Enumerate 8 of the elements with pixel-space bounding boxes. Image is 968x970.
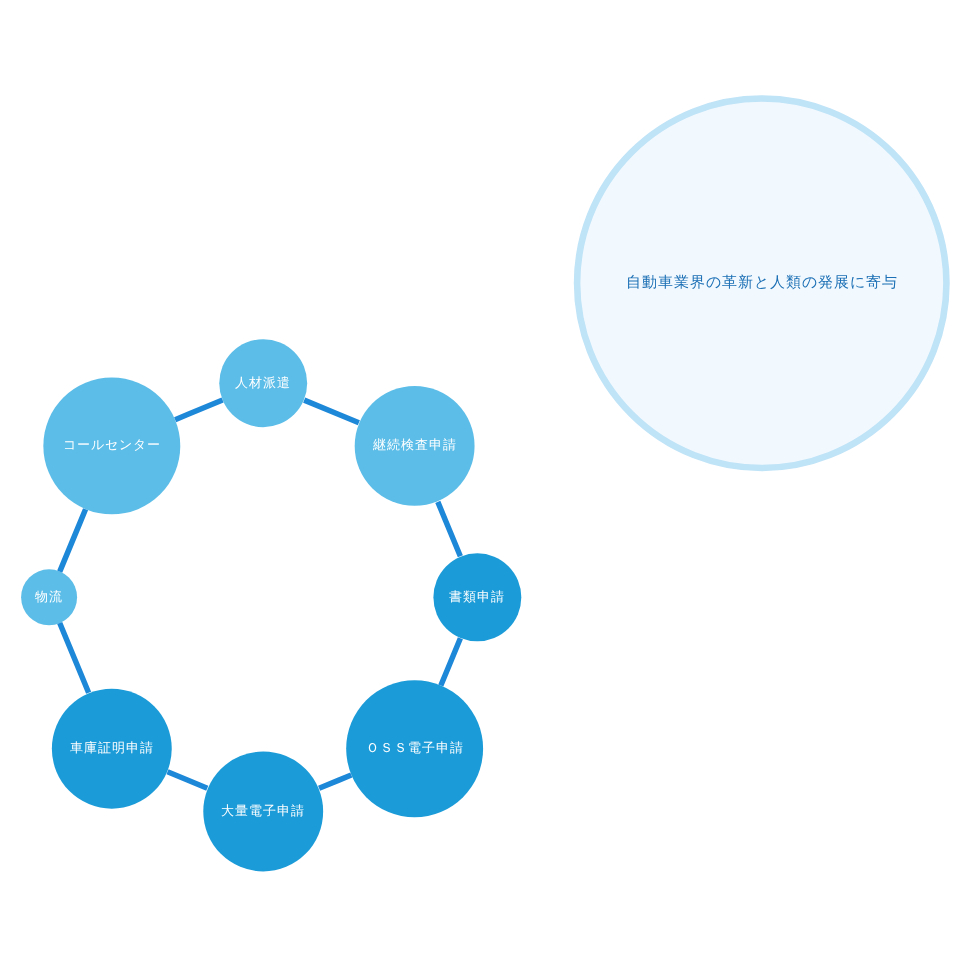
connector [438,637,463,687]
connector [166,769,209,791]
connector [435,500,463,558]
connector [303,397,360,426]
connector [174,397,224,423]
connector [57,508,89,573]
connector [318,772,353,791]
connector [57,621,92,694]
